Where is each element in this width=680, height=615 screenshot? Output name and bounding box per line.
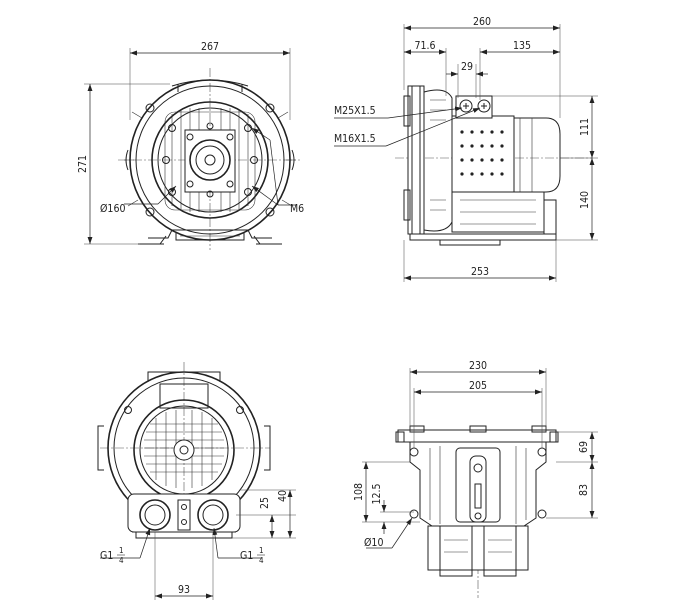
dim-front-height: 271 — [77, 155, 89, 173]
label-port-fraction-left-den: 4 — [119, 556, 124, 565]
side-view: 260 71.6 135 29 111 140 253 M25X1.5 M1 — [334, 16, 598, 282]
dim-side-total-width: 260 — [473, 16, 491, 28]
label-port-thread-left: G1 — [100, 550, 113, 562]
label-port-thread-right: G1 — [240, 550, 253, 562]
dim-bottom-hole-spacing: 205 — [469, 380, 487, 392]
dim-front-width: 267 — [201, 41, 219, 53]
dim-port-spacing: 93 — [178, 584, 190, 596]
top-view: 230 205 69 83 108 12.5 Ø10 — [353, 360, 598, 598]
label-cable-gland-small: M16X1.5 — [334, 133, 376, 145]
dim-side-lower-height: 140 — [579, 191, 591, 209]
label-port-fraction-left-num: 1 — [119, 546, 124, 555]
dim-side-offset-left: 71.6 — [414, 40, 435, 52]
dim-bottom-width: 230 — [469, 360, 487, 372]
dim-side-upper-height: 111 — [579, 118, 591, 136]
label-port-fraction-right-num: 1 — [259, 546, 264, 555]
dim-port-height-large: 40 — [277, 490, 289, 502]
dim-flange-diameter: Ø160 — [100, 203, 125, 215]
dim-bottom-port-offset: 12.5 — [371, 483, 383, 504]
label-port-fraction-right-den: 4 — [259, 556, 264, 565]
dim-port-height-small: 25 — [259, 497, 271, 509]
dim-bolt-thread: M6 — [290, 203, 304, 215]
dim-bottom-lower-height: 83 — [578, 484, 590, 496]
dim-mount-hole-diameter: Ø10 — [364, 537, 383, 549]
dim-side-base-length: 253 — [471, 266, 489, 278]
dim-side-offset-right: 135 — [513, 40, 531, 52]
label-cable-gland-large: M25X1.5 — [334, 105, 376, 117]
dim-bottom-total-height: 108 — [353, 483, 365, 501]
front-view: 267 271 Ø160 M6 — [77, 41, 304, 250]
dim-bottom-upper-height: 69 — [578, 441, 590, 453]
dim-side-terminal-offset: 29 — [461, 61, 473, 73]
rear-view: 25 40 93 G1 1 4 G1 1 4 — [97, 362, 296, 600]
